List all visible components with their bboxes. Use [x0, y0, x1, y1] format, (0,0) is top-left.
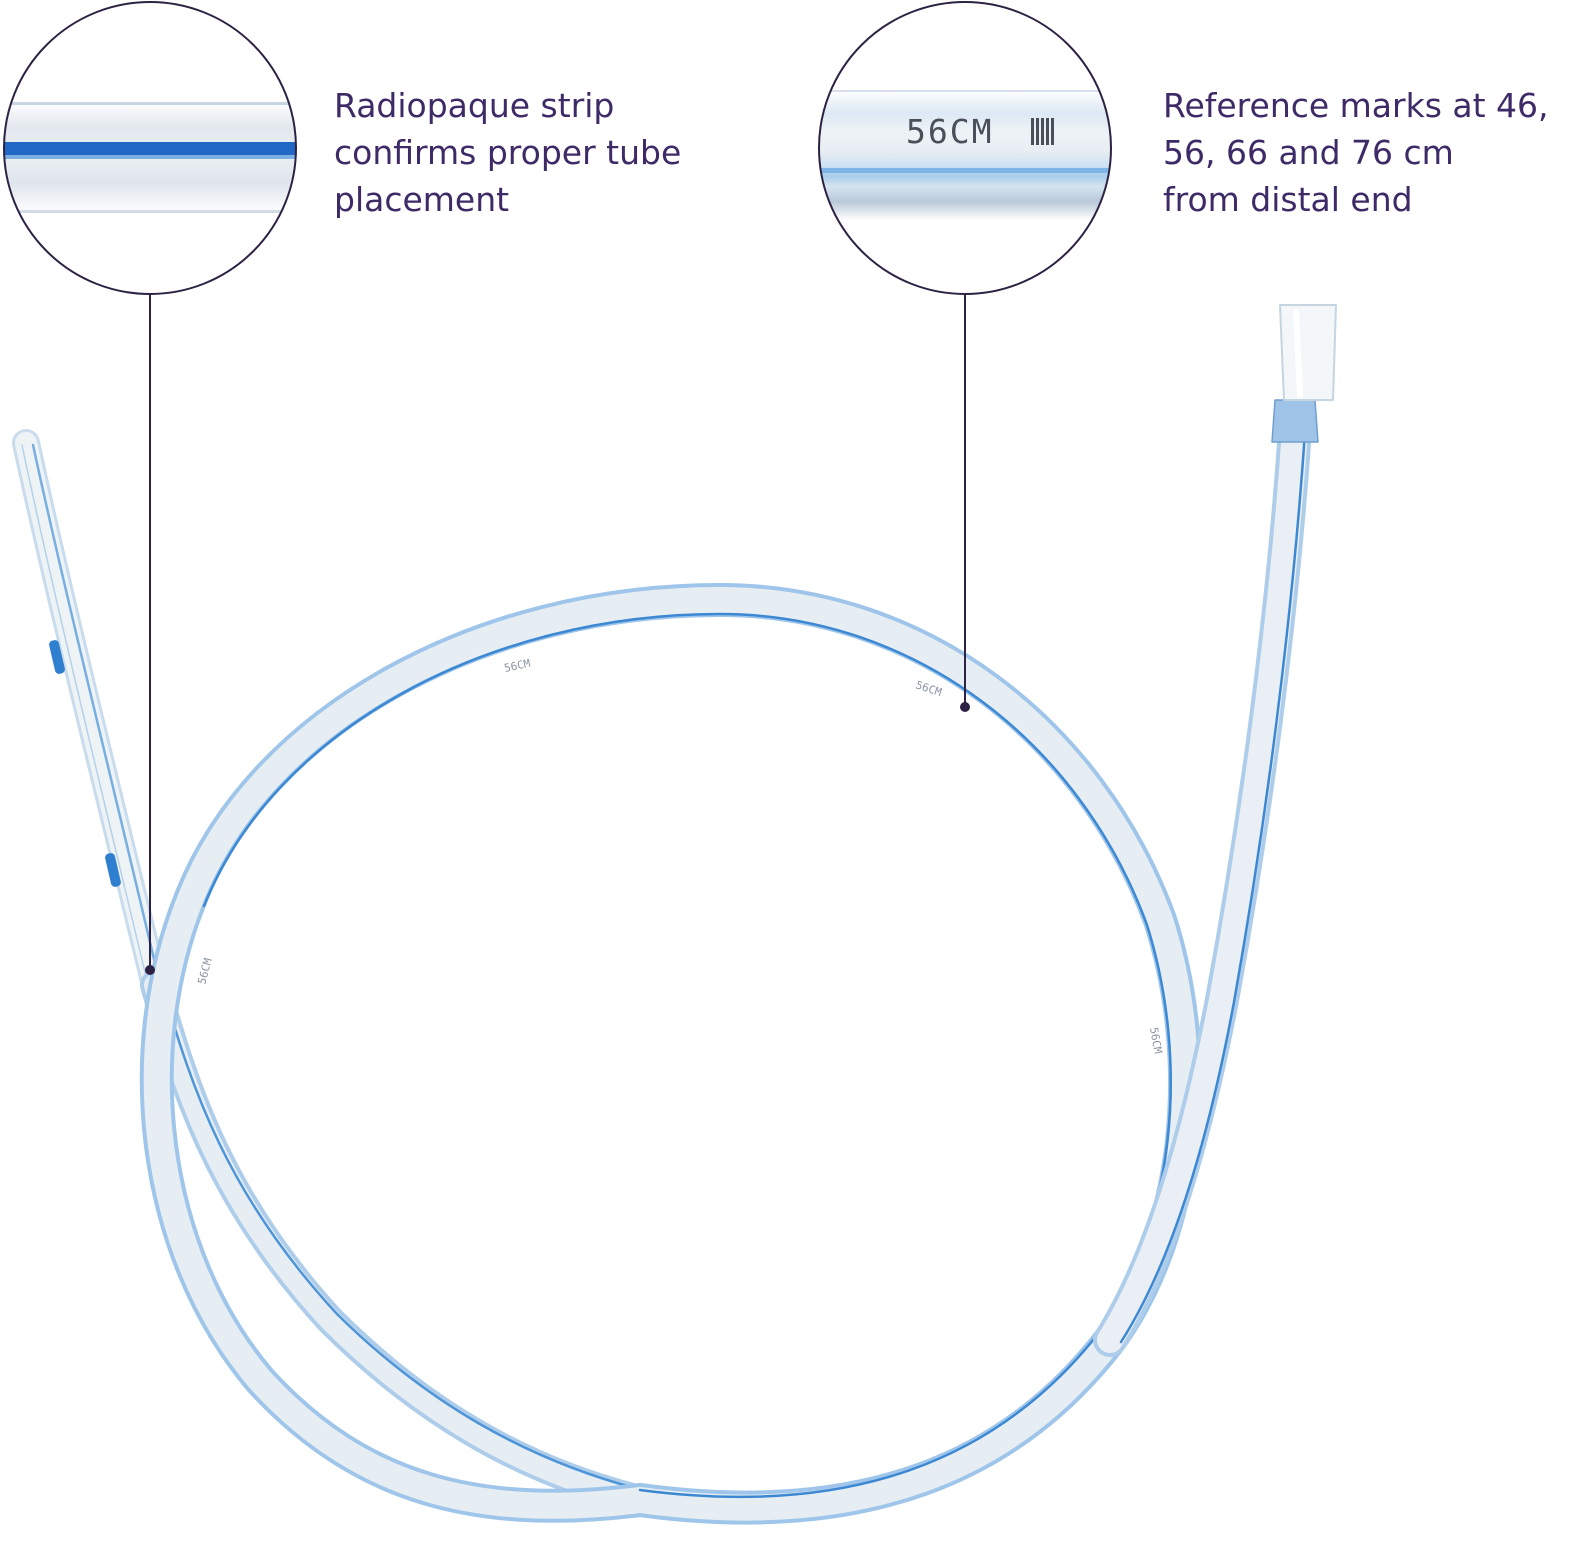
tube-connector: [1271, 304, 1337, 443]
leader-dot-left: [145, 965, 155, 975]
tube-mark-upper: 56CM: [503, 657, 532, 675]
callout-left-line-1: Radiopaque strip: [334, 86, 615, 125]
callout-left-line-3: placement: [334, 180, 510, 219]
tube-distal-segment: [12, 429, 169, 999]
tube-mark-middle: 56CM: [914, 678, 944, 699]
tube-mark-left: 56CM: [195, 956, 215, 985]
callout-left-line-2: confirms proper tube: [334, 133, 682, 172]
zoom-right-tube: [819, 90, 1111, 220]
leader-dot-right: [960, 702, 970, 712]
callout-right-text: Reference marks at 46, 56, 66 and 76 cm …: [1163, 82, 1573, 223]
feeding-tube: [12, 304, 1337, 1525]
callout-left-text: Radiopaque strip confirms proper tube pl…: [334, 82, 754, 223]
callout-right-line-3: from distal end: [1163, 180, 1413, 219]
callout-right-line-1: Reference marks at 46,: [1163, 86, 1549, 125]
zoom-mark-text: 56CM: [906, 112, 993, 151]
callout-left: [3, 1, 297, 975]
tube-mark-right: 56CM: [1147, 1026, 1164, 1055]
tube-loop-back: [140, 970, 655, 1515]
callout-right-line-2: 56, 66 and 76 cm: [1163, 133, 1454, 172]
callout-right: 56CM: [818, 1, 1112, 712]
zoom-barcode-icon: [1031, 118, 1054, 145]
tube-side-eyes: [49, 640, 121, 887]
tube-proximal-segment: [1093, 413, 1312, 1357]
tube-loop: [139, 583, 1203, 1525]
tube-marks: 56CM 56CM 56CM 56CM: [195, 657, 1164, 1055]
